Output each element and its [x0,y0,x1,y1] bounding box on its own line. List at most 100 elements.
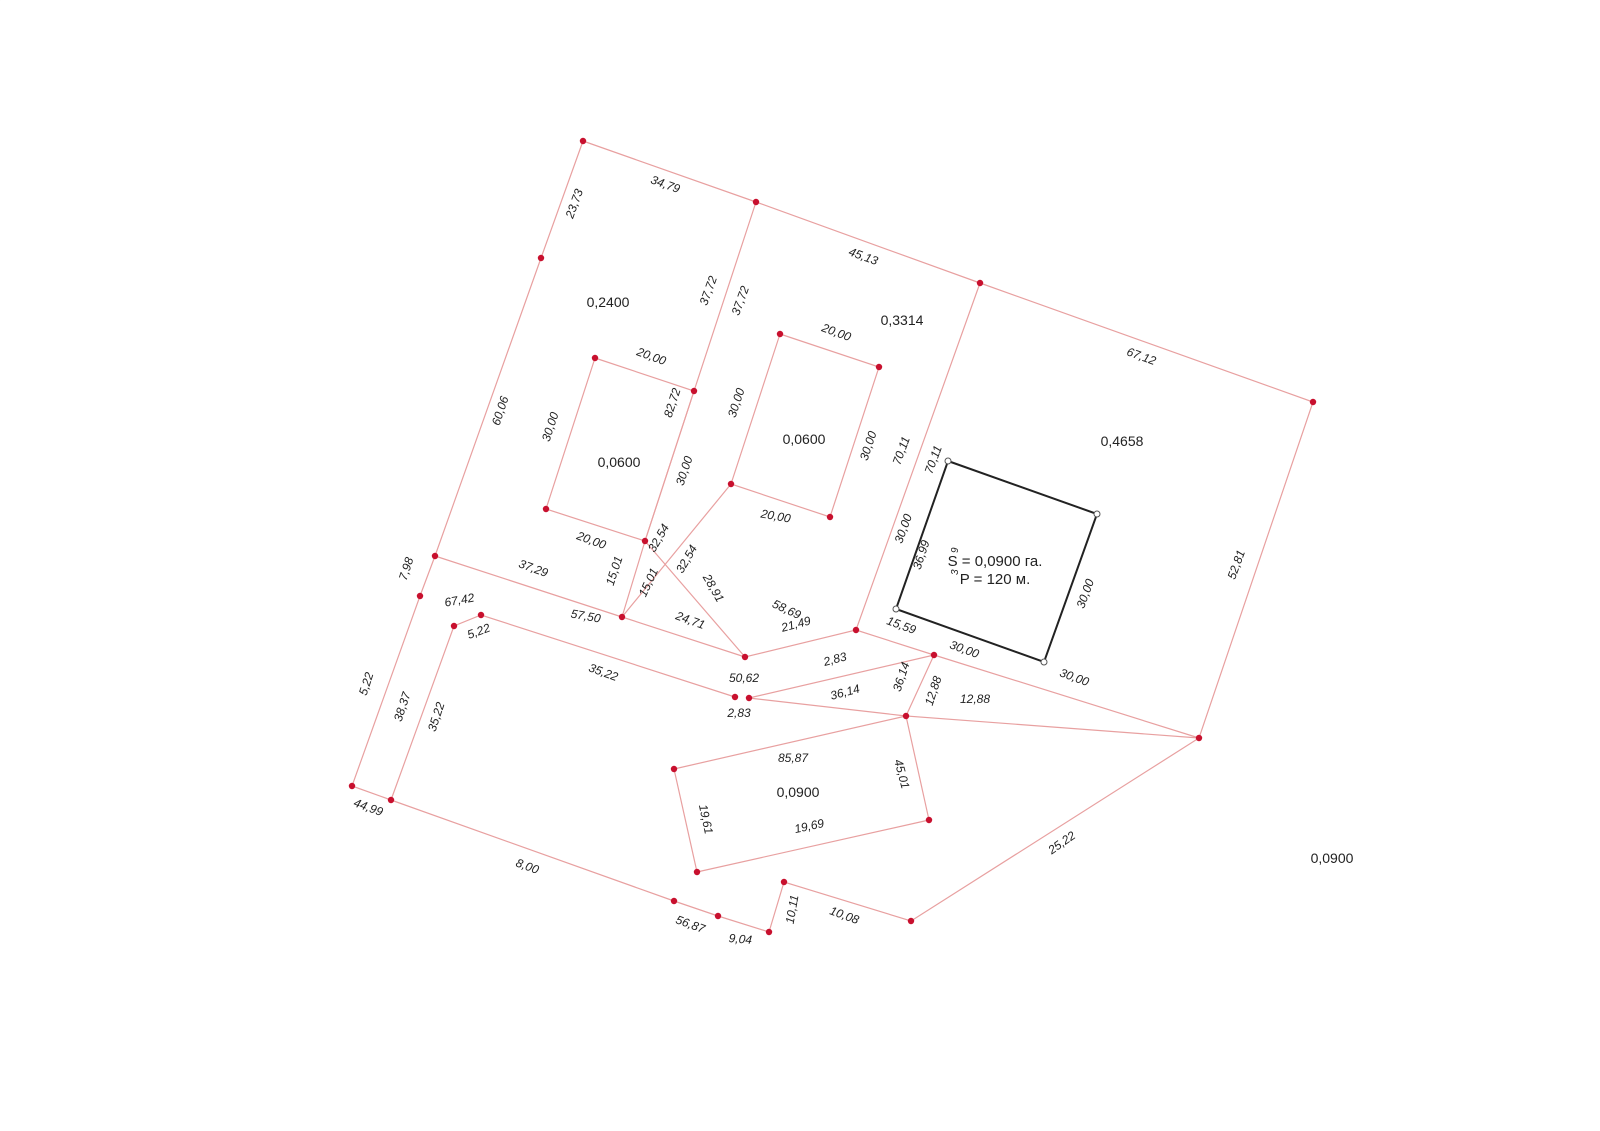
dimension-label: 15,01 [603,554,626,587]
survey-point [670,765,678,773]
dimension-label: 32,54 [645,521,672,554]
dimension-label: 2,83 [821,649,848,669]
survey-point [826,513,834,521]
survey-point [776,330,784,338]
dimension-label: 67,42 [443,591,475,610]
dimension-label: 30,00 [673,454,696,487]
main-parcel-vertex [944,457,952,465]
survey-point [1309,398,1317,406]
survey-point [745,694,753,702]
point-number: 3 [950,569,961,575]
dimension-label: 12,88 [922,674,945,707]
survey-point [930,651,938,659]
survey-point [765,928,773,936]
survey-point [591,354,599,362]
dimension-label: 30,00 [539,410,562,443]
survey-point [416,592,424,600]
dimension-label: 12,88 [960,692,990,706]
survey-point [907,917,915,925]
dimension-label: 56,87 [674,913,708,937]
survey-point [741,653,749,661]
dimension-label: 70,11 [890,435,913,467]
dimension-label: 30,00 [892,512,916,545]
dimension-label: 20,00 [759,506,792,525]
dimension-label: 67,12 [1125,345,1158,369]
dimension-label: 36,14 [829,681,862,702]
survey-point [976,279,984,287]
boundary-line [644,282,981,658]
boundary-line [351,140,1314,933]
parcel-area-label: 0,0900 [1311,850,1354,866]
survey-point [690,387,698,395]
main-parcel-area: S = 0,0900 га. [948,553,1043,570]
survey-point [431,552,439,560]
dimension-label: 30,00 [1074,577,1098,610]
dimension-label: 35,22 [587,661,620,685]
boundary-line [748,654,1200,739]
parcel-area-label: 0,0600 [783,431,826,447]
dimension-label: 60,06 [489,394,512,427]
survey-point [752,198,760,206]
survey-point [875,363,883,371]
survey-point [693,868,701,876]
parcel-area-label: 0,0600 [598,454,641,470]
dimension-label: 15,01 [636,566,661,599]
dimension-label: 52,81 [1225,548,1248,581]
dimension-label: 70,11 [922,444,945,476]
survey-point [450,622,458,630]
dimension-label: 7,98 [396,555,417,582]
dimension-label: 37,72 [697,274,721,307]
dimension-label: 19,69 [793,816,826,836]
survey-point [641,537,649,545]
dimension-label: 37,29 [517,557,550,581]
main-parcel-vertex [1040,658,1048,666]
dimension-label: 2,83 [726,706,751,720]
dimension-label: 30,00 [857,429,880,462]
dimension-label: 15,59 [885,614,918,638]
dimension-label: 57,50 [570,607,602,626]
dimension-label: 35,22 [425,700,448,733]
dimension-label: 38,37 [391,689,414,723]
survey-point [731,693,739,701]
survey-point [618,613,626,621]
boundary-line [621,483,732,618]
dimension-label: 20,00 [634,344,668,368]
boundary-line [545,357,695,542]
boundary-line [730,333,880,518]
dimension-label: 36,99 [910,538,933,571]
survey-point [542,505,550,513]
survey-point [537,254,545,262]
dimension-label: 50,62 [729,671,759,685]
survey-point [780,878,788,886]
parcel-area-label: 0,4658 [1101,433,1144,449]
survey-point [579,137,587,145]
dimension-label: 45,01 [891,758,912,791]
parcel-area-label: 0,3314 [881,312,924,328]
dimension-label: 20,00 [574,528,608,552]
survey-point [902,712,910,720]
parcel-area-label: 0,2400 [587,294,630,310]
survey-point [714,912,722,920]
boundary-line [748,697,907,717]
dimension-label: 5,22 [356,670,377,697]
dimension-label: 10,08 [828,904,861,928]
dimension-label: 30,00 [948,638,981,662]
dimension-label: 24,71 [673,608,707,632]
boundary-line [390,614,736,801]
dimension-label: 85,87 [778,751,809,765]
survey-point [477,611,485,619]
dimension-label: 30,00 [725,386,748,419]
survey-point [348,782,356,790]
dimension-label: 8,00 [514,856,541,877]
main-parcel-vertex [892,605,900,613]
survey-point [727,480,735,488]
dimension-label: 82,72 [661,386,684,419]
boundary-line [434,555,746,658]
dimension-label: 20,00 [819,320,853,344]
survey-point [925,816,933,824]
survey-point [670,897,678,905]
dimension-label: 5,22 [465,621,492,642]
dimension-label: 45,13 [847,245,880,269]
